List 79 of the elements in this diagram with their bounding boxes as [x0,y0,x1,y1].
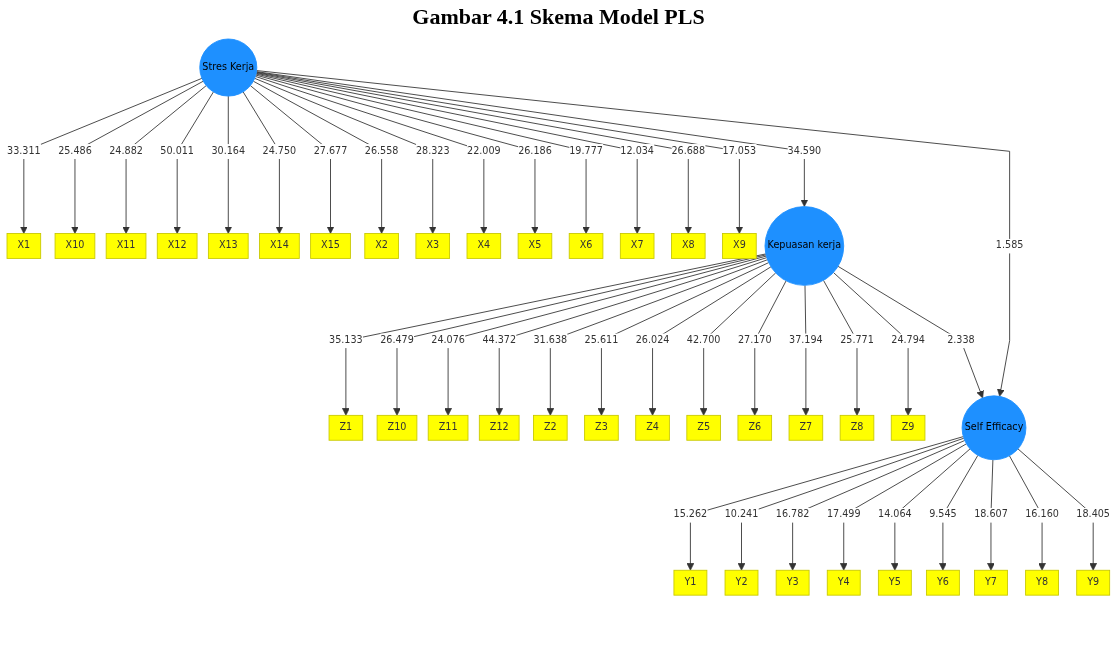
node-box: X11 [105,233,147,259]
edge-label: 44.372 [482,334,517,346]
node-box: Y3 [775,569,810,596]
edge-label: 16.160 [1025,508,1059,521]
edge-label: 26.479 [380,334,414,346]
edge-label: 26.688 [671,144,706,157]
node-box: Z8 [839,414,875,441]
edge-label: 14.064 [878,508,912,521]
edge-label: 42.700 [686,334,721,346]
edge-label: 1.585 [995,239,1024,251]
edge-label: 34.590 [787,144,822,157]
node-box: Z2 [533,414,568,441]
node-box: Z10 [376,414,418,441]
node-box: X2 [364,233,399,259]
node-box: X4 [466,233,502,259]
node-box: Z7 [788,414,824,441]
node-box: Y6 [926,569,960,596]
node-box: X9 [722,233,757,259]
node-box: Y4 [826,569,861,596]
edge-label: 12.034 [620,144,654,157]
node-box: X8 [671,233,706,259]
node-box: Z12 [478,414,520,441]
edge-label: 2.338 [947,334,975,346]
edge-label: 24.794 [891,334,925,346]
edge-label: 37.194 [789,334,823,346]
node-box: X10 [54,233,96,259]
edge-label: 16.782 [775,508,810,521]
edge-label: 35.133 [329,334,363,346]
edge-label: 31.638 [533,334,568,346]
edge-label: 19.777 [569,144,603,157]
edge-label: 22.009 [467,144,501,157]
node-box: Y1 [673,569,708,596]
edge-label: 18.607 [974,508,1008,521]
edge-label: 27.677 [313,144,348,157]
edge-label: 28.323 [415,144,450,157]
edge-label: 30.164 [211,144,246,157]
node-box: Z9 [890,414,926,441]
node-box: Z4 [635,414,670,441]
node-box: X7 [619,233,655,259]
node-box: Z1 [328,414,364,441]
node-box: Z3 [584,414,619,441]
edge-label: 24.750 [262,144,297,157]
edge-label: 26.558 [364,144,399,157]
node-box: X12 [156,233,198,259]
edge-label: 9.545 [929,508,957,521]
node-box: X15 [310,233,351,259]
node-box: Y8 [1025,569,1059,596]
edge-label: 15.262 [673,508,708,521]
node-circle: Stres Kerja [199,38,258,97]
edge-label: 26.024 [635,334,670,346]
node-box: Y7 [974,569,1008,596]
edge-label: 26.186 [518,144,552,157]
node-box: X1 [6,233,42,259]
edge-label: 50.011 [160,144,194,157]
edge-label: 24.076 [431,334,465,346]
edge-label: 17.499 [826,508,861,521]
edge-label: 33.311 [7,144,41,157]
node-box: Z6 [737,414,773,441]
node-box: X13 [207,233,249,259]
node-box: Y2 [724,569,759,596]
node-box: Z11 [427,414,469,441]
node-box: X14 [259,233,300,259]
edge-label: 27.170 [737,334,772,346]
node-box: Y5 [877,569,912,596]
node-box: Z5 [686,414,721,441]
edge-label: 25.771 [840,334,874,346]
edge-label: 10.241 [724,508,759,521]
edge-label: 17.053 [722,144,757,157]
node-box: X5 [517,233,553,259]
edge-label: 18.405 [1076,508,1110,521]
edge-label: 25.611 [584,334,619,346]
diagram-title: Gambar 4.1 Skema Model PLS [411,4,706,30]
node-circle: Self Efficacy [961,395,1027,461]
node-box: X6 [568,233,604,259]
edge-label: 25.486 [58,144,92,157]
node-circle: Kepuasan kerja [764,206,845,286]
node-box: Y9 [1076,569,1111,596]
node-box: X3 [415,233,450,259]
edge-label: 24.882 [109,144,143,157]
